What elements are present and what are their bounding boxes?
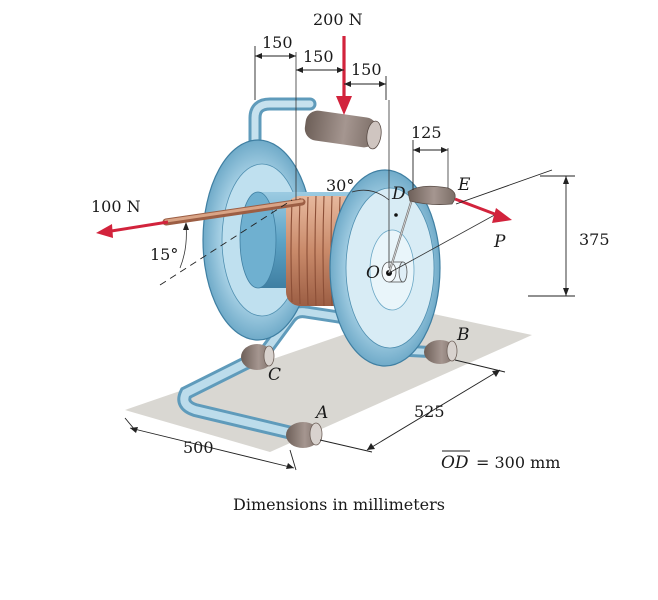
crank <box>387 185 456 274</box>
label-od-segment: OD <box>441 453 469 473</box>
label-point-d: D <box>391 184 406 204</box>
label-angle-15: 15° <box>150 245 178 264</box>
label-dim-150-2: 150 <box>303 47 334 66</box>
label-od-value: = 300 mm <box>476 453 560 472</box>
dimension-handle-offsets <box>254 46 387 100</box>
dimension-crank-height <box>455 169 575 297</box>
rubber-foot-a <box>286 422 323 448</box>
label-dim-525: 525 <box>414 402 445 421</box>
label-point-o: O <box>366 263 380 283</box>
label-100n: 100 N <box>91 197 141 216</box>
label-point-a: A <box>314 403 328 423</box>
axle-hub <box>381 261 408 283</box>
label-angle-30: 30° <box>326 176 354 195</box>
dimension-base-width <box>124 417 297 471</box>
label-dim-125: 125 <box>411 123 442 142</box>
point-d-dot <box>394 213 398 217</box>
label-p: P <box>493 232 506 252</box>
ground-plate <box>125 310 532 452</box>
cable-strand <box>162 198 306 226</box>
angle-arc-30 <box>351 189 390 201</box>
force-arrow-200n <box>336 36 352 115</box>
label-200n: 200 N <box>313 10 363 29</box>
handle-frame <box>248 97 317 167</box>
reference-lines <box>159 52 501 286</box>
dimension-base-depth <box>319 359 506 453</box>
label-point-c: C <box>268 365 281 385</box>
top-handle-grip <box>304 110 382 150</box>
label-point-e: E <box>457 175 471 195</box>
label-dim-150-1: 150 <box>262 33 293 52</box>
label-dim-375: 375 <box>579 230 610 249</box>
dimension-crank-length <box>412 140 448 190</box>
angle-arc-15 <box>179 223 187 269</box>
label-point-b: B <box>456 325 470 345</box>
label-dim-500: 500 <box>183 438 214 457</box>
rubber-foot-b <box>424 340 458 364</box>
force-arrow-100n <box>96 220 169 238</box>
force-arrow-p <box>454 197 512 223</box>
label-dim-150-3: 150 <box>351 60 382 79</box>
rubber-foot-c <box>241 344 275 370</box>
figure-caption: Dimensions in millimeters <box>233 495 445 514</box>
